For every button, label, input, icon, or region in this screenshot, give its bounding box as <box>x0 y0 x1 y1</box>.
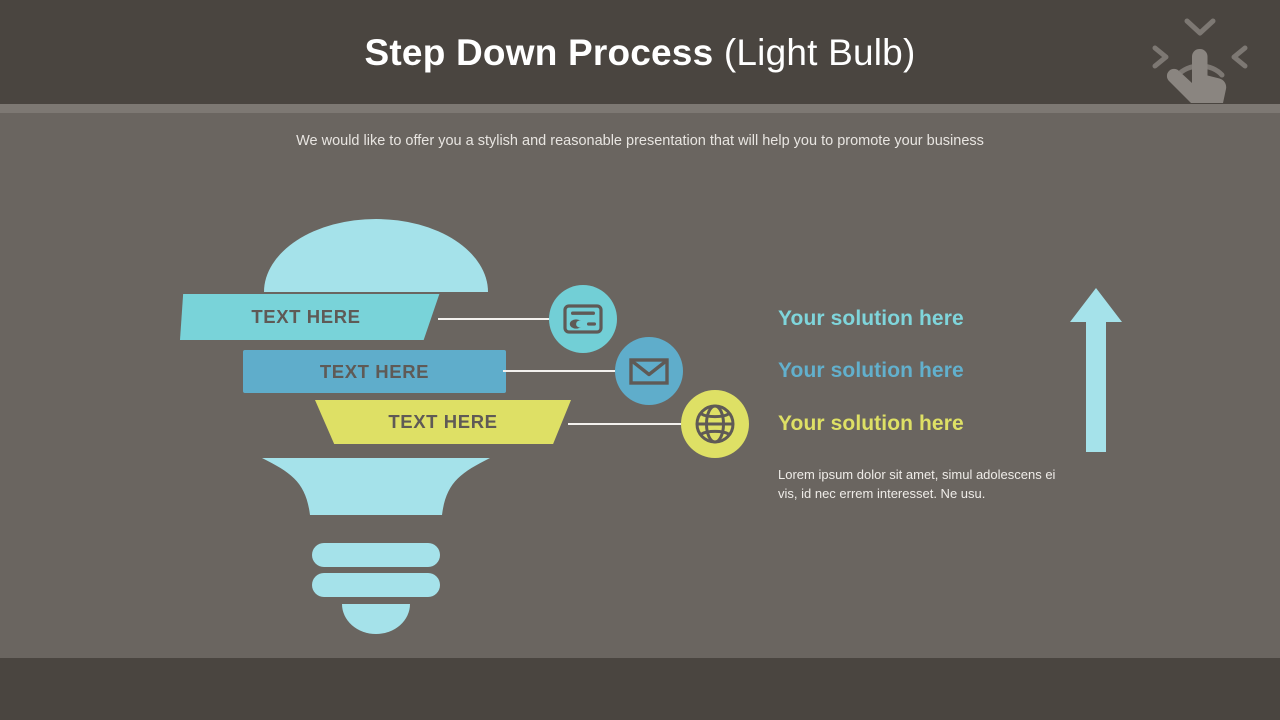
step-band-2-shape <box>243 350 506 393</box>
step-band-1-shape <box>180 294 440 340</box>
step-band-3-shape <box>315 400 571 444</box>
step-band-3[interactable]: TEXT HERE <box>315 400 571 444</box>
page-title-bold: Step Down Process <box>364 32 714 73</box>
step-icon-circle-1[interactable] <box>549 285 617 353</box>
header-divider <box>0 104 1280 113</box>
step-band-1[interactable]: TEXT HERE <box>180 294 442 340</box>
slide-footer <box>0 658 1280 720</box>
connector-line-3 <box>568 423 690 425</box>
light-bulb-shape <box>262 219 490 634</box>
envelope-icon <box>629 358 669 385</box>
body-copy: Lorem ipsum dolor sit amet, simul adoles… <box>778 467 1056 501</box>
arrow-up-icon <box>1070 288 1122 452</box>
step-band-3-label: TEXT HERE <box>388 411 498 432</box>
solution-heading-1: Your solution here <box>778 307 964 330</box>
step-band-1-label: TEXT HERE <box>251 306 361 327</box>
connector-line-2 <box>503 370 623 372</box>
page-title: Step Down Process (Light Bulb) <box>0 28 1280 78</box>
solution-heading-2: Your solution here <box>778 359 964 382</box>
page-title-light: (Light Bulb) <box>713 32 916 73</box>
slide-header <box>0 0 1280 104</box>
globe-icon <box>695 404 735 444</box>
hand-click-logo-icon <box>1152 18 1248 103</box>
step-band-2[interactable]: TEXT HERE <box>243 350 506 393</box>
connector-line-1 <box>438 318 558 320</box>
slide-subtitle: We would like to offer you a stylish and… <box>296 133 984 149</box>
step-icon-circle-2[interactable] <box>615 337 683 405</box>
step-band-2-label: TEXT HERE <box>319 360 430 382</box>
credit-card-icon <box>563 304 603 334</box>
step-icon-circle-3[interactable] <box>681 390 749 458</box>
solution-heading-3: Your solution here <box>778 412 964 435</box>
